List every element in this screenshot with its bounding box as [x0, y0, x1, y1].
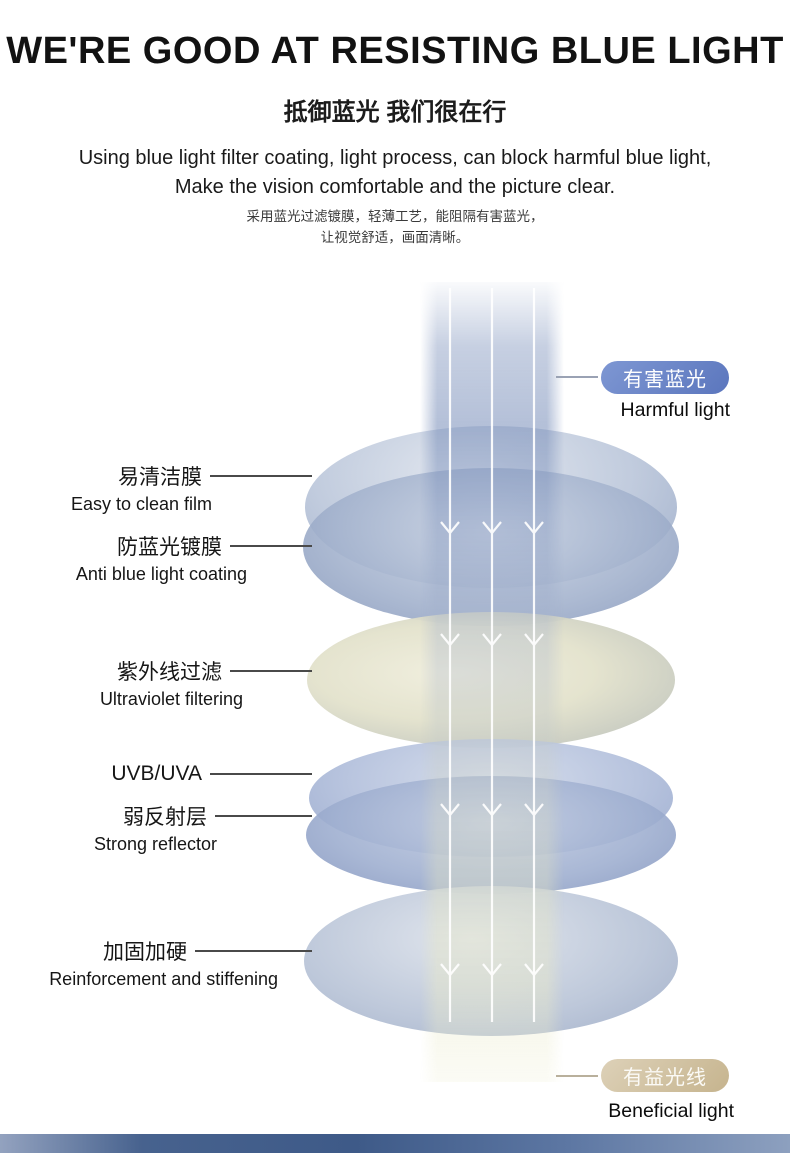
down-arrows-icon: [440, 288, 544, 1022]
label-strong-reflector: 弱反射层 Strong reflector: [2, 801, 312, 855]
harmful-light-badge: 有害蓝光: [601, 361, 729, 394]
label-reinforcement-zh: 加固加硬: [103, 941, 187, 964]
label-anti-blue-coating-zh: 防蓝光镀膜: [117, 536, 222, 559]
label-uvb-uva: UVB/UVA: [2, 762, 312, 786]
label-anti-blue-coating: 防蓝光镀膜 Anti blue light coating: [2, 531, 312, 585]
description-zh: 采用蓝光过滤镀膜，轻薄工艺，能阻隔有害蓝光， 让视觉舒适，画面清晰。: [0, 206, 790, 248]
label-anti-blue-coating-en: Anti blue light coating: [75, 564, 247, 584]
label-uv-filter: 紫外线过滤 Ultraviolet filtering: [2, 656, 312, 710]
label-uv-filter-zh: 紫外线过滤: [117, 661, 222, 684]
harmful-light-caption: Harmful light: [620, 399, 730, 421]
page-subtitle-zh: 抵御蓝光 我们很在行: [283, 99, 507, 126]
label-reinforcement-en: Reinforcement and stiffening: [49, 969, 278, 989]
description-en-line1: Using blue light filter coating, light p…: [78, 147, 712, 169]
description-zh-line1: 采用蓝光过滤镀膜，轻薄工艺，能阻隔有害蓝光，: [246, 209, 544, 224]
beneficial-light-connector-line: [556, 1075, 598, 1077]
label-connector-line: [215, 815, 312, 817]
description-en: Using blue light filter coating, light p…: [0, 144, 790, 202]
harmful-light-connector-line: [556, 376, 598, 378]
label-uv-filter-en: Ultraviolet filtering: [99, 689, 243, 709]
description-zh-line2: 让视觉舒适，画面清晰。: [320, 230, 470, 245]
label-strong-reflector-en: Strong reflector: [93, 834, 217, 854]
beneficial-light-caption: Beneficial light: [608, 1100, 734, 1122]
label-connector-line: [230, 670, 312, 672]
label-connector-line: [210, 475, 312, 477]
label-strong-reflector-zh: 弱反射层: [123, 806, 207, 829]
label-connector-line: [210, 773, 312, 775]
bottom-gradient-bar: [0, 1134, 790, 1153]
label-reinforcement: 加固加硬 Reinforcement and stiffening: [2, 936, 312, 990]
description-en-line2: Make the vision comfortable and the pict…: [174, 176, 616, 198]
label-uvb-uva-text: UVB/UVA: [111, 762, 202, 785]
label-easy-clean-film: 易清洁膜 Easy to clean film: [2, 461, 312, 515]
beneficial-light-badge: 有益光线: [601, 1059, 729, 1092]
label-easy-clean-film-zh: 易清洁膜: [118, 466, 202, 489]
label-connector-line: [230, 545, 312, 547]
page-title: WE'RE GOOD AT RESISTING BLUE LIGHT: [6, 30, 784, 72]
label-connector-line: [195, 950, 312, 952]
label-easy-clean-film-en: Easy to clean film: [70, 494, 212, 514]
